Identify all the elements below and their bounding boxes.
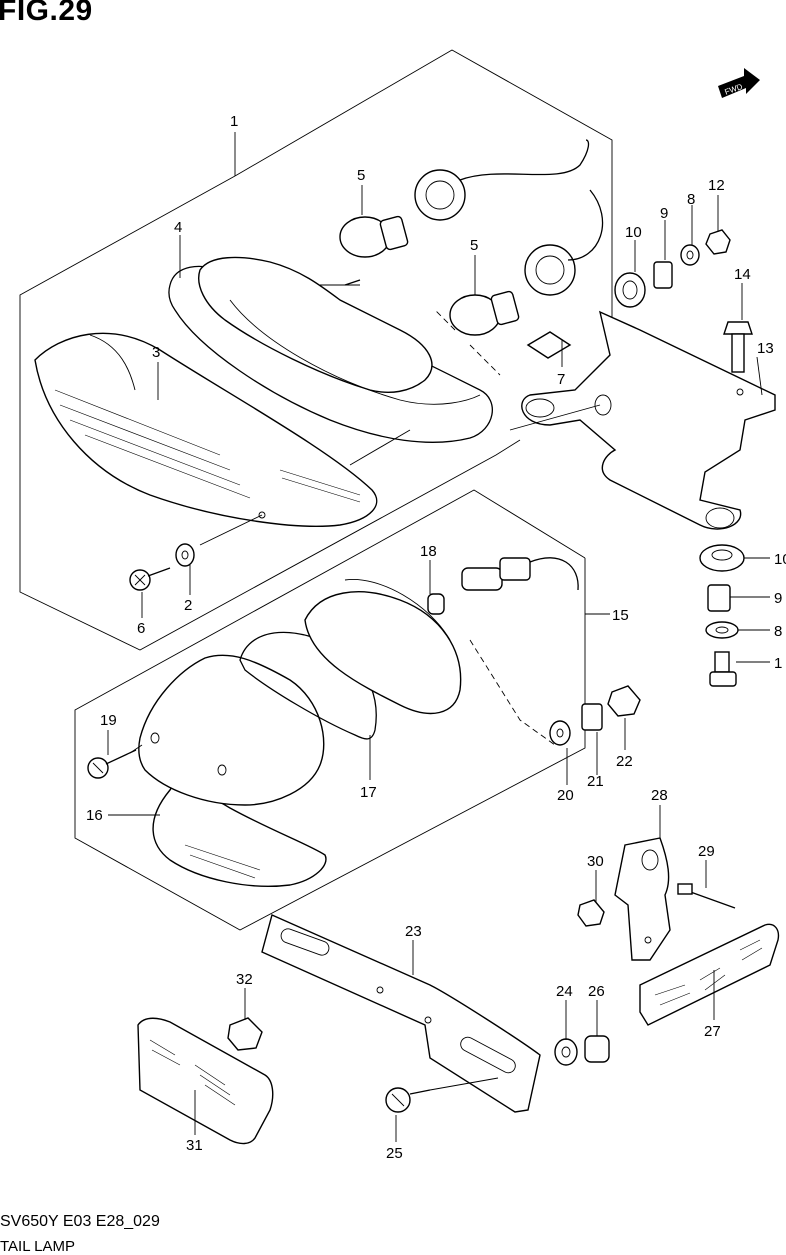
screw-part-25 xyxy=(385,1087,431,1113)
grommet-part-10-upper xyxy=(614,272,646,308)
grommet-part-10-lower xyxy=(699,544,745,572)
callout-16: 16 xyxy=(86,807,103,824)
callout-21: 21 xyxy=(587,773,604,790)
callout-8-upper: 8 xyxy=(687,191,695,208)
collar-part-21 xyxy=(581,703,603,731)
socket-harness xyxy=(414,139,604,296)
callout-32: 32 xyxy=(236,971,253,988)
callout-25: 25 xyxy=(386,1145,403,1162)
callout-9-upper: 9 xyxy=(660,205,668,222)
bulb-part-5-upper xyxy=(339,215,409,258)
callout-18: 18 xyxy=(420,543,437,560)
callout-13: 13 xyxy=(757,340,774,357)
callout-5a: 5 xyxy=(357,167,365,184)
callout-31: 31 xyxy=(186,1137,203,1154)
bolt-part-1 xyxy=(709,651,737,687)
bolt-part-14 xyxy=(723,321,753,373)
callout-labels: 1 2 3 4 5 5 6 7 8 8 9 9 10 10 12 13 14 1… xyxy=(86,113,786,1162)
callout-10-upper: 10 xyxy=(625,224,642,241)
callout-23: 23 xyxy=(405,923,422,940)
leader-lines xyxy=(107,185,770,1142)
callout-17: 17 xyxy=(360,784,377,801)
cover-part-16-dome xyxy=(138,654,325,806)
nut-part-30 xyxy=(577,899,605,927)
collar-part-9-lower xyxy=(707,584,731,612)
diagram-code: SV650Y E03 E28_029 xyxy=(0,1213,160,1230)
screw-part-19 xyxy=(87,749,137,779)
bracket-part-13 xyxy=(521,310,776,530)
reflector-part-31 xyxy=(137,1017,274,1145)
lens-part-16 xyxy=(152,785,327,887)
forward-arrow-icon: FWD xyxy=(718,68,760,98)
callout-26: 26 xyxy=(588,983,605,1000)
diagram-caption: TAIL LAMP xyxy=(0,1238,76,1255)
screw-part-29 xyxy=(677,883,736,909)
callout-9-lower: 9 xyxy=(774,590,782,607)
callout-29: 29 xyxy=(698,843,715,860)
callout-10-lower: 10 xyxy=(774,551,786,568)
callout-15: 15 xyxy=(612,607,629,624)
bracket-part-28 xyxy=(614,837,671,961)
callout-28: 28 xyxy=(651,787,668,804)
callout-20: 20 xyxy=(557,787,574,804)
socket-part-15 xyxy=(461,557,579,591)
group-frame-15 xyxy=(74,489,610,931)
bulb-part-5-lower xyxy=(449,290,520,336)
callout-24: 24 xyxy=(556,983,573,1000)
callout-22: 22 xyxy=(616,753,633,770)
callout-19: 19 xyxy=(100,712,117,729)
nut-part-12 xyxy=(705,229,731,255)
nut-part-26 xyxy=(584,1035,610,1063)
lens-part-3 xyxy=(34,332,378,527)
callout-1-bolt: 1 xyxy=(774,655,782,672)
callout-2: 2 xyxy=(184,597,192,614)
clip-part-7 xyxy=(526,331,572,359)
housing-part-1 xyxy=(198,256,481,405)
callout-1: 1 xyxy=(230,113,238,130)
washer-part-8-upper xyxy=(680,244,700,266)
washer-part-8-lower xyxy=(705,621,739,639)
callout-6: 6 xyxy=(137,620,145,637)
callout-12: 12 xyxy=(708,177,725,194)
callout-7: 7 xyxy=(557,371,565,388)
gasket-part-17 xyxy=(239,631,377,740)
callout-14: 14 xyxy=(734,266,751,283)
callout-8-lower: 8 xyxy=(774,623,782,640)
figure-title: FIG.29 xyxy=(0,0,93,27)
housing-part-15 xyxy=(304,579,462,715)
callout-5b: 5 xyxy=(470,237,478,254)
nut-part-32 xyxy=(227,1017,263,1051)
washer-part-2 xyxy=(175,543,195,567)
bulb-part-18 xyxy=(427,593,445,615)
washer-part-24 xyxy=(554,1038,578,1066)
callout-30: 30 xyxy=(587,853,604,870)
collar-part-9-upper xyxy=(653,261,673,289)
washer-part-20 xyxy=(549,720,571,746)
reflector-part-27 xyxy=(639,923,780,1026)
callout-27: 27 xyxy=(704,1023,721,1040)
bracket-part-23 xyxy=(261,914,541,1113)
screw-part-6 xyxy=(129,567,171,591)
nut-part-22 xyxy=(607,685,641,717)
callout-3: 3 xyxy=(152,344,160,361)
group-frame-1 xyxy=(19,49,613,651)
callout-4: 4 xyxy=(174,219,182,236)
